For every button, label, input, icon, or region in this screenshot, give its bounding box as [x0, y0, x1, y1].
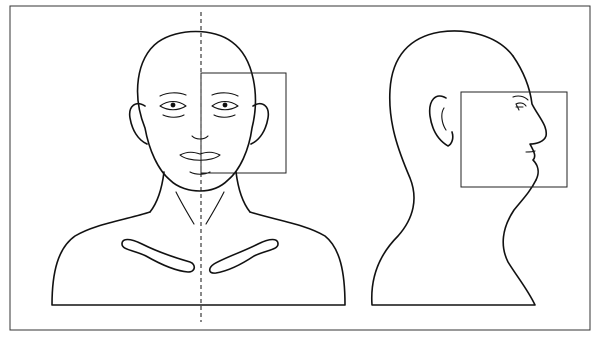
front-left-eyebrow [160, 93, 186, 96]
front-neck-right [236, 172, 250, 212]
front-neck-muscle-left [176, 192, 194, 224]
side-ear-inner [442, 108, 446, 130]
side-face-profile [513, 56, 546, 180]
front-right-clavicle [210, 240, 278, 274]
front-neck-left [150, 172, 164, 212]
front-left-ear [130, 104, 147, 144]
side-eye [516, 103, 526, 110]
figure-frame [10, 6, 590, 330]
side-eyebrow [513, 96, 528, 100]
front-left-pupil [171, 103, 176, 108]
side-head-outline [372, 31, 536, 305]
front-right-eyebrow [212, 93, 238, 96]
side-ear [430, 96, 453, 146]
front-head-outline [138, 32, 256, 192]
front-right-undereye [214, 115, 235, 117]
front-view [52, 12, 345, 322]
front-torso-outline [52, 212, 345, 305]
front-mouth [180, 152, 220, 160]
side-mouth [526, 151, 535, 152]
side-face-box [461, 92, 567, 187]
front-left-undereye [163, 115, 184, 117]
front-left-clavicle [122, 240, 194, 273]
side-view [372, 31, 567, 305]
front-right-pupil [223, 103, 228, 108]
front-nose [192, 136, 208, 139]
front-neck-muscle-right [206, 192, 224, 224]
